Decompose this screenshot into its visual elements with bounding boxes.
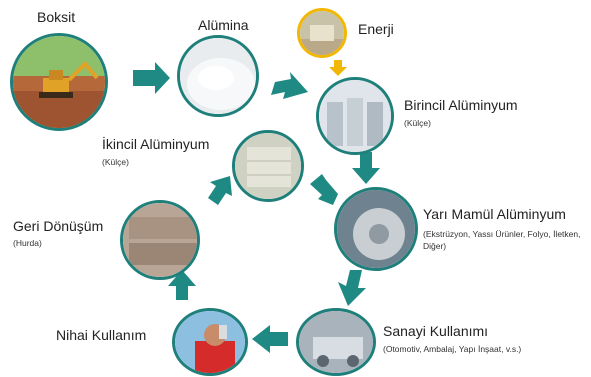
geri-donusum-sub: (Hurda): [13, 238, 42, 248]
arrow-sanayi-to-nihai: [252, 325, 288, 353]
nihai-image: [172, 308, 248, 376]
geri-donusum-image: [120, 200, 200, 280]
yari-mamul-sub: (Ekstrüzyon, Yassı Ürünler, Folyo, İletk…: [423, 229, 581, 251]
ikincil-image: [232, 130, 304, 202]
sanayi-image: [296, 308, 376, 376]
alumina-powder-icon: [180, 38, 256, 114]
arrow-birincil-to-yari-mamul: [352, 152, 380, 184]
boksit-label: Boksit: [37, 9, 76, 25]
sanayi-sub: (Otomotiv, Ambalaj, Yapı İnşaat, v.s.): [383, 344, 522, 354]
arrow-boksit-to-alumina: [133, 62, 170, 94]
alumina-label: Alümina: [198, 17, 249, 33]
enerji-label: Enerji: [358, 21, 394, 37]
ikincil-label: İkincil Alüminyum: [102, 136, 210, 152]
birincil-image: [316, 77, 394, 155]
enerji-image: [297, 8, 347, 58]
excavator-icon: [13, 36, 105, 128]
factory-car-icon: [299, 311, 373, 373]
alumina-image: [177, 35, 259, 117]
sanayi-label: Sanayi Kullanımı: [383, 323, 489, 339]
aluminum-coil-icon: [337, 190, 415, 268]
ikincil-sub: (Külçe): [102, 157, 129, 167]
arrow-alumina-to-birincil: [271, 72, 308, 99]
arrow-nihai-to-geri-donusum: [168, 270, 196, 300]
birincil-label: Birincil Alüminyum: [404, 97, 518, 113]
yari-mamul-image: [334, 187, 418, 271]
secondary-ingot-icon: [235, 133, 301, 199]
birincil-sub: (Külçe): [404, 118, 431, 128]
energy-plant-icon: [300, 11, 344, 55]
boksit-image: [10, 33, 108, 131]
arrow-enerji-to-birincil: [329, 60, 347, 76]
scrap-bales-icon: [123, 203, 197, 277]
nihai-label: Nihai Kullanım: [56, 327, 147, 343]
drinking-person-icon: [175, 311, 245, 373]
ingot-stacks-icon: [319, 80, 391, 152]
arrow-ikincil-to-yari-mamul: [310, 174, 338, 205]
arrow-geri-donusum-to-ikincil: [208, 176, 232, 205]
yari-mamul-label: Yarı Mamül Alüminyum: [423, 206, 566, 222]
geri-donusum-label: Geri Dönüşüm: [13, 218, 104, 234]
arrow-yari-mamul-to-sanayi: [338, 270, 366, 306]
